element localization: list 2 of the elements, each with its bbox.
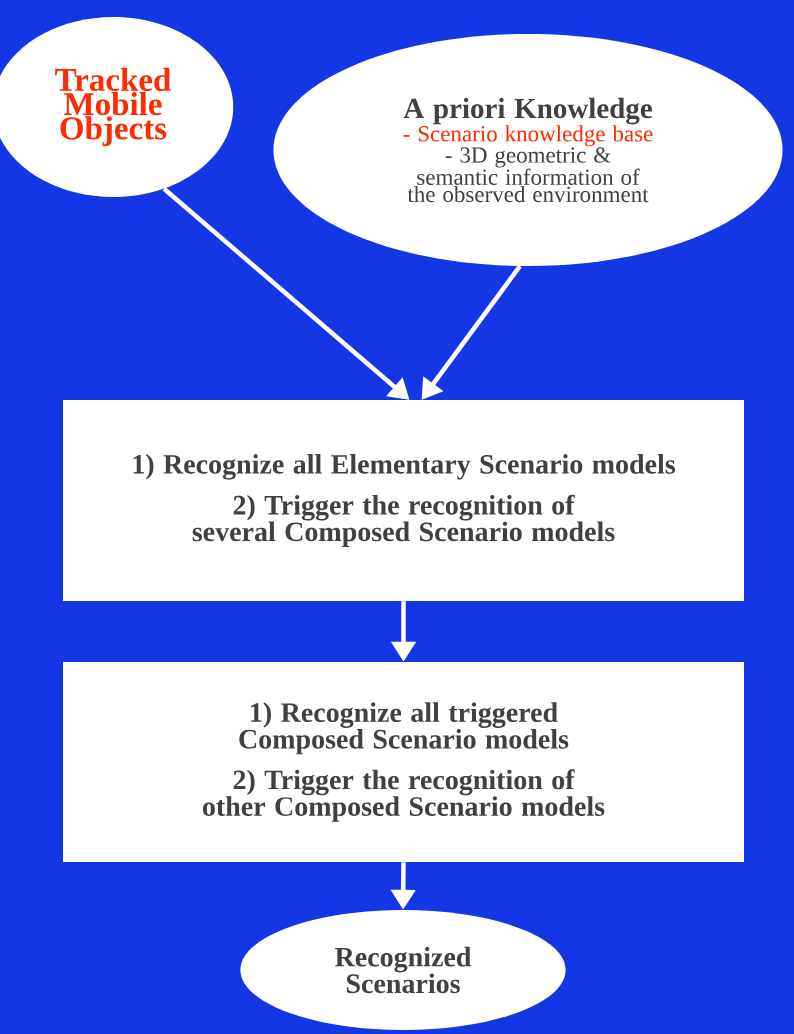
process-box: 1) Recognize all Elementary Scenario models 2) Trigger the recognition of several Composed Scenario models [63, 400, 744, 601]
process-box: 1) Recognize all triggered Composed Scenario models 2) Trigger the recognition of other Composed Scenario models [63, 662, 744, 862]
